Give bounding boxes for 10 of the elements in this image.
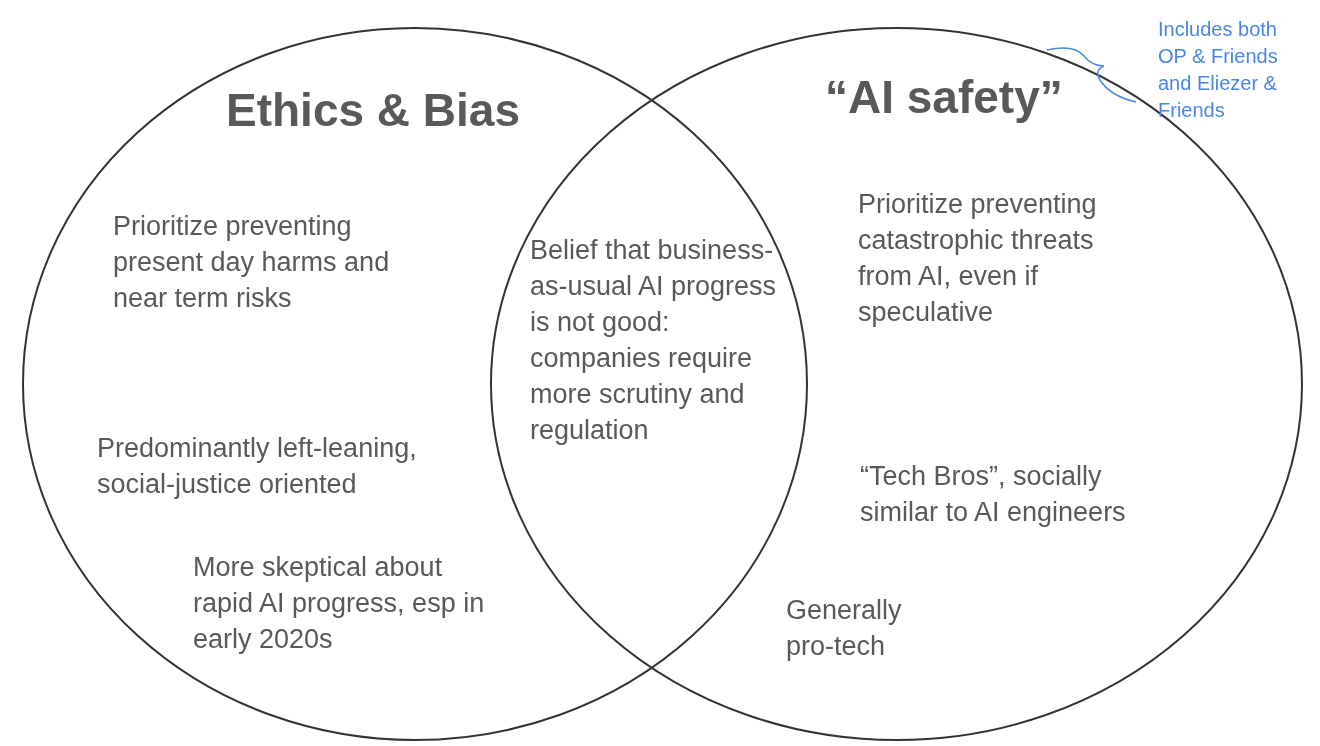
body-text: More skeptical about rapid AI progress, esp in early 2020s [193,551,486,656]
body-text: Predominantly left-leaning, social-justice oriented [97,432,418,501]
overlap-text: Belief that business-as-usual AI progress is not good: companies require more scrutiny and regulation [530,234,778,447]
circle-heading: Ethics & Bias [226,84,520,136]
annotation-text: Includes both OP & Friends and Eliezer & Friends [1158,17,1279,123]
body-text: Prioritize preventing catastrophic threats from AI, even if speculative [858,188,1098,329]
body-text: Generally pro-tech [786,594,903,663]
body-text: “Tech Bros”, socially similar to AI engineers [860,460,1127,529]
body-text: Prioritize preventing present day harms and near term risks [113,210,391,315]
circle-heading: “AI safety” [825,71,1063,123]
